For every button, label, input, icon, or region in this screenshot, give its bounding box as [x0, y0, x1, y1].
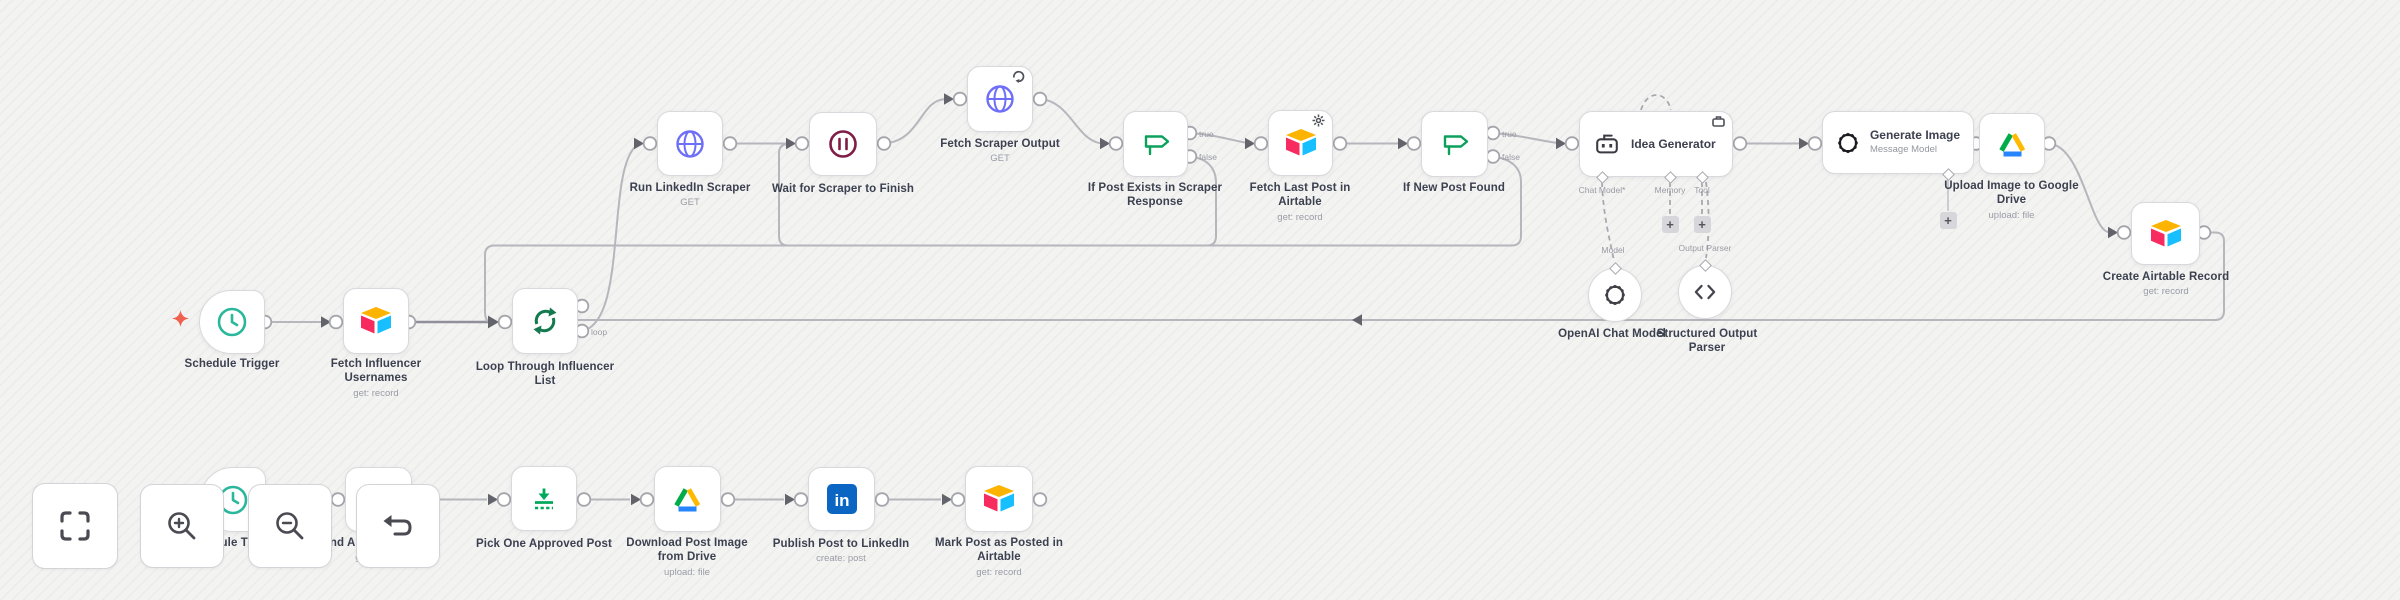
node-label: Download Post Image from Drive upload: f… — [626, 537, 748, 578]
node-wait-for-scraper[interactable] — [809, 112, 877, 176]
toolbox-badge-icon — [1712, 115, 1725, 127]
node-title: Generate Image — [1869, 128, 1960, 143]
node-label: Create Airtable Record get: record — [2102, 271, 2230, 298]
zoom-out-button[interactable] — [248, 484, 332, 568]
node-label: Upload Image to Google Drive upload: fil… — [1944, 180, 2079, 221]
edge-idea-self-arc — [1640, 94, 1672, 111]
node-pick-one-approved-post[interactable] — [511, 466, 577, 531]
zoom-out-icon — [276, 512, 304, 540]
node-generate-image[interactable]: Generate Image Message Model — [1822, 111, 1974, 174]
node-openai-chat-model[interactable] — [1588, 268, 1642, 322]
fit-view-button[interactable] — [32, 483, 118, 569]
node-label: Publish Post to LinkedIn create: post — [772, 538, 910, 565]
node-create-airtable-record[interactable] — [2131, 202, 2200, 265]
pause-icon — [829, 130, 857, 158]
edge-arrows — [321, 93, 2118, 506]
if-signpost-icon — [1443, 135, 1468, 156]
retry-badge-icon — [1012, 70, 1025, 83]
linkedin-in-text: in — [834, 491, 849, 510]
node-fetch-influencer-usernames[interactable] — [343, 288, 409, 354]
node-label: Fetch Influencer Usernames get: record — [330, 358, 422, 399]
openai-icon — [1605, 284, 1625, 306]
node-idea-generator[interactable]: Idea Generator — [1579, 111, 1733, 177]
edge-fso-to-ifpe[interactable] — [1039, 98, 1101, 145]
edge-loop-to-run[interactable] — [581, 145, 637, 332]
airtable-icon — [361, 307, 391, 334]
robot-icon — [1596, 134, 1618, 154]
airtable-icon — [2150, 219, 2181, 246]
openai-icon — [1838, 132, 1858, 153]
http-globe-icon — [676, 129, 704, 158]
node-label: Structured Output Parser — [1656, 328, 1758, 355]
airtable-icon — [1285, 129, 1316, 156]
node-mark-post-as-posted[interactable] — [965, 466, 1033, 532]
limit-icon — [535, 488, 553, 509]
if-signpost-icon — [1144, 135, 1169, 156]
connector-label-output-parser: Output Parser — [1678, 243, 1732, 253]
loop-icon — [533, 307, 557, 335]
edge-idea-to-chat-model[interactable] — [1601, 181, 1615, 262]
output-label-false: false — [1199, 152, 1217, 162]
node-download-post-image[interactable] — [654, 466, 721, 532]
add-genimg-tool-button[interactable]: + — [1939, 212, 1957, 229]
connector-label-model: Model — [1601, 245, 1625, 255]
connector-label-tool: Tool — [1694, 185, 1710, 195]
gear-badge-icon — [1312, 114, 1325, 127]
node-fetch-scraper-output[interactable] — [967, 66, 1033, 132]
node-subtitle: Message Model — [1869, 143, 1938, 155]
add-tool-button[interactable]: + — [1693, 216, 1711, 233]
output-label-false: false — [1502, 152, 1520, 162]
edge-create-loopback-to-loop[interactable] — [509, 231, 2225, 321]
undo-button[interactable] — [356, 484, 440, 568]
add-memory-button[interactable]: + — [1661, 216, 1679, 233]
node-upload-image-to-drive[interactable] — [1979, 113, 2045, 174]
http-globe-icon — [986, 85, 1014, 113]
node-label: Run LinkedIn Scraper GET — [629, 182, 751, 209]
google-drive-icon — [1998, 132, 2025, 156]
node-label: If Post Exists in Scraper Response — [1087, 182, 1223, 209]
zoom-in-button[interactable] — [140, 484, 224, 568]
node-publish-post-linkedin[interactable]: in — [808, 467, 875, 531]
output-label-loop: loop — [591, 327, 608, 337]
node-label: Loop Through Influencer List — [475, 361, 615, 388]
clock-icon — [217, 307, 247, 337]
node-label: Mark Post as Posted in Airtable get: rec… — [934, 537, 1064, 578]
node-label: If New Post Found — [1403, 182, 1505, 194]
fit-view-icon — [60, 511, 90, 541]
node-label: Pick One Approved Post — [476, 538, 612, 550]
node-if-new-post-found[interactable] — [1421, 111, 1488, 177]
node-loop-through-influencer-list[interactable] — [512, 288, 578, 354]
edge-upload-to-create[interactable] — [2048, 142, 2109, 233]
google-drive-icon — [674, 488, 701, 512]
output-label-true: true — [1502, 129, 1517, 139]
linkedin-icon: in — [826, 484, 857, 514]
node-label: Fetch Scraper Output GET — [940, 138, 1060, 165]
node-run-linkedin-scraper[interactable] — [657, 111, 723, 176]
code-brackets-icon — [1694, 284, 1716, 300]
edge-ifnp-false-to-loop[interactable] — [484, 155, 1522, 323]
edge-wait-to-fso[interactable] — [883, 98, 945, 145]
node-structured-output-parser[interactable] — [1678, 265, 1732, 319]
connector-label-memory: Memory — [1654, 185, 1686, 195]
node-label: Wait for Scraper to Finish — [771, 183, 915, 195]
execution-spark-icon — [172, 310, 189, 327]
node-label: Schedule Trigger — [184, 358, 280, 370]
node-schedule-trigger[interactable] — [199, 290, 265, 354]
output-label-true: true — [1199, 129, 1214, 139]
node-if-post-exists[interactable] — [1123, 111, 1188, 177]
node-label: OpenAI Chat Model — [1558, 328, 1666, 340]
node-label: Fetch Last Post in Airtable get: record — [1249, 182, 1351, 223]
airtable-icon — [984, 485, 1014, 512]
connection-ports[interactable] — [257, 91, 2212, 507]
zoom-in-icon — [168, 512, 196, 540]
undo-icon — [383, 515, 412, 536]
connector-label-chat-model: Chat Model* — [1578, 185, 1626, 195]
node-title: Idea Generator — [1631, 137, 1716, 151]
